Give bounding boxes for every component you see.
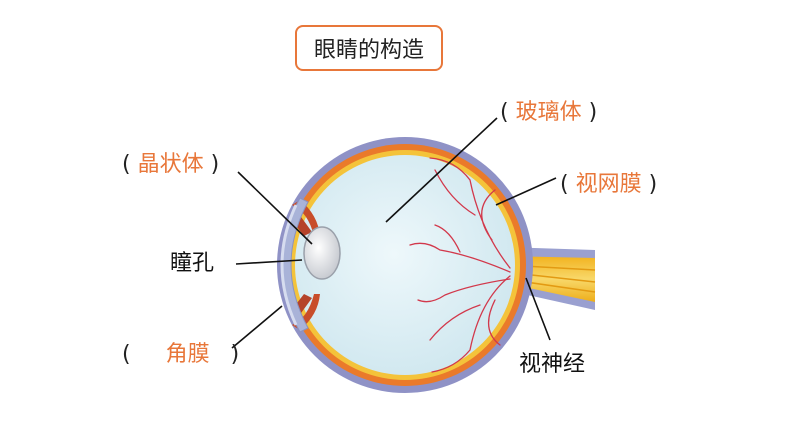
lens-shape bbox=[303, 226, 341, 280]
cornea-label: ( 角膜 ) bbox=[122, 342, 240, 367]
retina-leader bbox=[495, 177, 557, 206]
vitreous-leader bbox=[385, 117, 498, 223]
pupil-leader bbox=[235, 259, 303, 265]
retina-label: ( 视网膜 ) bbox=[560, 172, 658, 197]
optic-nerve-leader bbox=[525, 277, 551, 341]
retina-vessels bbox=[409, 157, 511, 373]
optic-nerve-label: 视神经 bbox=[519, 352, 586, 377]
lens-leader bbox=[237, 171, 313, 245]
cornea-leader bbox=[231, 305, 283, 349]
lens-label: ( 晶状体 ) bbox=[122, 152, 220, 177]
pupil-label: 瞳孔 bbox=[170, 251, 215, 276]
leader-lines bbox=[231, 117, 557, 349]
vitreous-label: ( 玻璃体 ) bbox=[500, 100, 598, 125]
vitreous-body bbox=[295, 155, 515, 375]
diagram-title: 眼睛的构造 bbox=[295, 25, 443, 71]
